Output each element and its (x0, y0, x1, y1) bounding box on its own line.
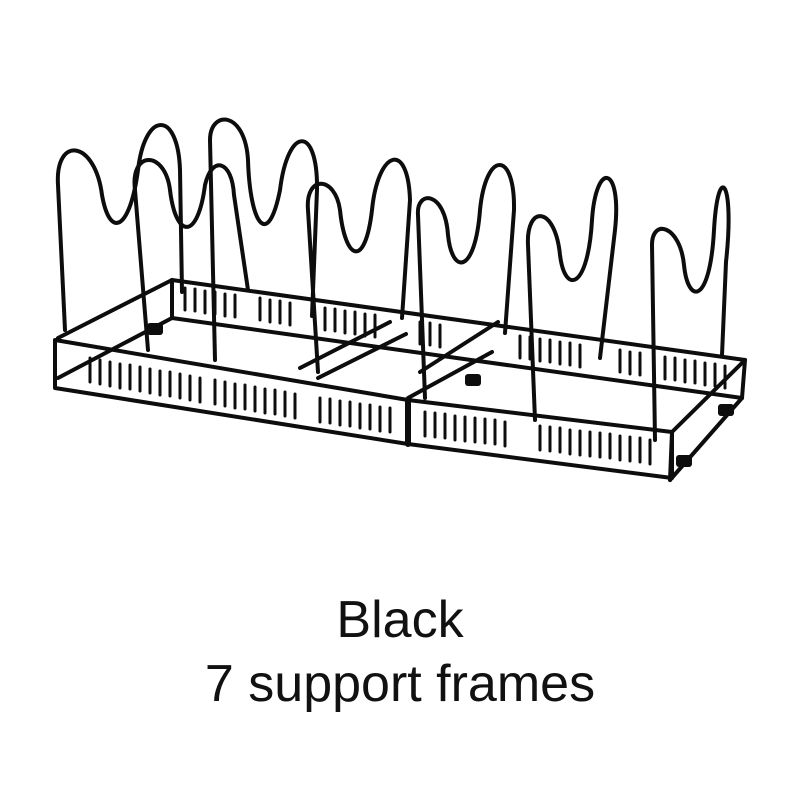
support-frame-7 (650, 185, 731, 442)
support-frame-4 (305, 157, 412, 374)
back-rail (170, 278, 747, 400)
color-label: Black (336, 591, 464, 649)
product-caption: Black 7 support frames (0, 588, 800, 716)
support-frame-2 (132, 158, 250, 352)
knob (147, 323, 163, 335)
front-rail-slots (88, 356, 652, 466)
pot-lid-rack-illustration (53, 117, 747, 482)
adjustment-knobs (147, 323, 734, 467)
knob (718, 404, 734, 416)
back-rail-slots (183, 286, 727, 390)
support-frame-5 (415, 163, 517, 400)
support-frame-1 (55, 123, 184, 332)
knob (465, 374, 481, 386)
support-frames (55, 117, 731, 442)
knob (676, 455, 692, 467)
front-rail (53, 338, 674, 480)
frames-label: 7 support frames (204, 655, 596, 713)
support-frame-3 (208, 117, 320, 362)
support-frame-6 (525, 175, 619, 422)
